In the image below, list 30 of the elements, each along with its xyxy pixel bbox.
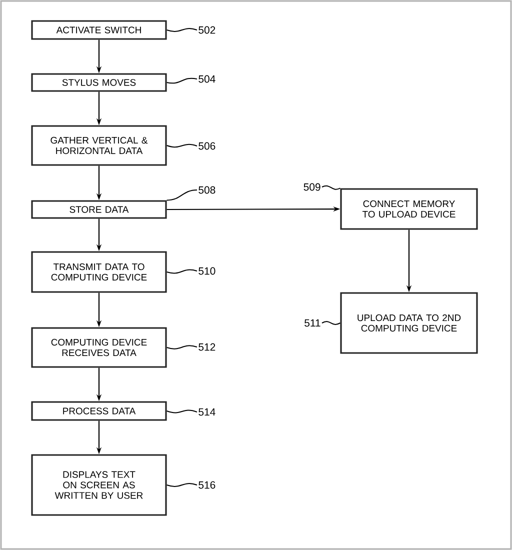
process-box: STYLUS MOVES bbox=[31, 73, 167, 92]
reference-numeral: 516 bbox=[198, 481, 216, 489]
leader-line bbox=[322, 321, 341, 325]
leader-line bbox=[322, 185, 341, 190]
process-box: TRANSMIT DATA TO COMPUTING DEVICE bbox=[31, 251, 167, 293]
reference-numeral: 511 bbox=[304, 319, 320, 327]
leader-line bbox=[166, 78, 198, 84]
leader-line bbox=[166, 190, 198, 201]
leader-line bbox=[166, 483, 198, 487]
process-box: STORE DATA bbox=[31, 200, 167, 219]
leader-line bbox=[166, 144, 198, 148]
reference-numeral: 508 bbox=[198, 186, 216, 194]
reference-numeral: 512 bbox=[198, 343, 216, 351]
leader-line bbox=[166, 345, 198, 350]
reference-numeral: 509 bbox=[304, 183, 320, 191]
process-box: CONNECT MEMORY TO UPLOAD DEVICE bbox=[340, 188, 478, 230]
process-box: DISPLAYS TEXT ON SCREEN AS WRITTEN BY USER bbox=[31, 454, 167, 516]
reference-numeral: 514 bbox=[198, 408, 216, 416]
reference-numeral: 506 bbox=[198, 142, 216, 150]
reference-numeral: 510 bbox=[198, 267, 216, 275]
leader-line bbox=[166, 28, 198, 32]
reference-numeral: 502 bbox=[198, 26, 216, 34]
process-box: COMPUTING DEVICE RECEIVES DATA bbox=[31, 327, 167, 368]
process-box: GATHER VERTICAL & HORIZONTAL DATA bbox=[31, 125, 167, 166]
leader-line bbox=[166, 410, 198, 414]
reference-numeral: 504 bbox=[198, 75, 216, 83]
process-box: PROCESS DATA bbox=[31, 401, 167, 421]
process-box: UPLOAD DATA TO 2ND COMPUTING DEVICE bbox=[340, 292, 478, 354]
leader-line bbox=[166, 269, 198, 274]
process-box: ACTIVATE SWITCH bbox=[31, 20, 167, 40]
